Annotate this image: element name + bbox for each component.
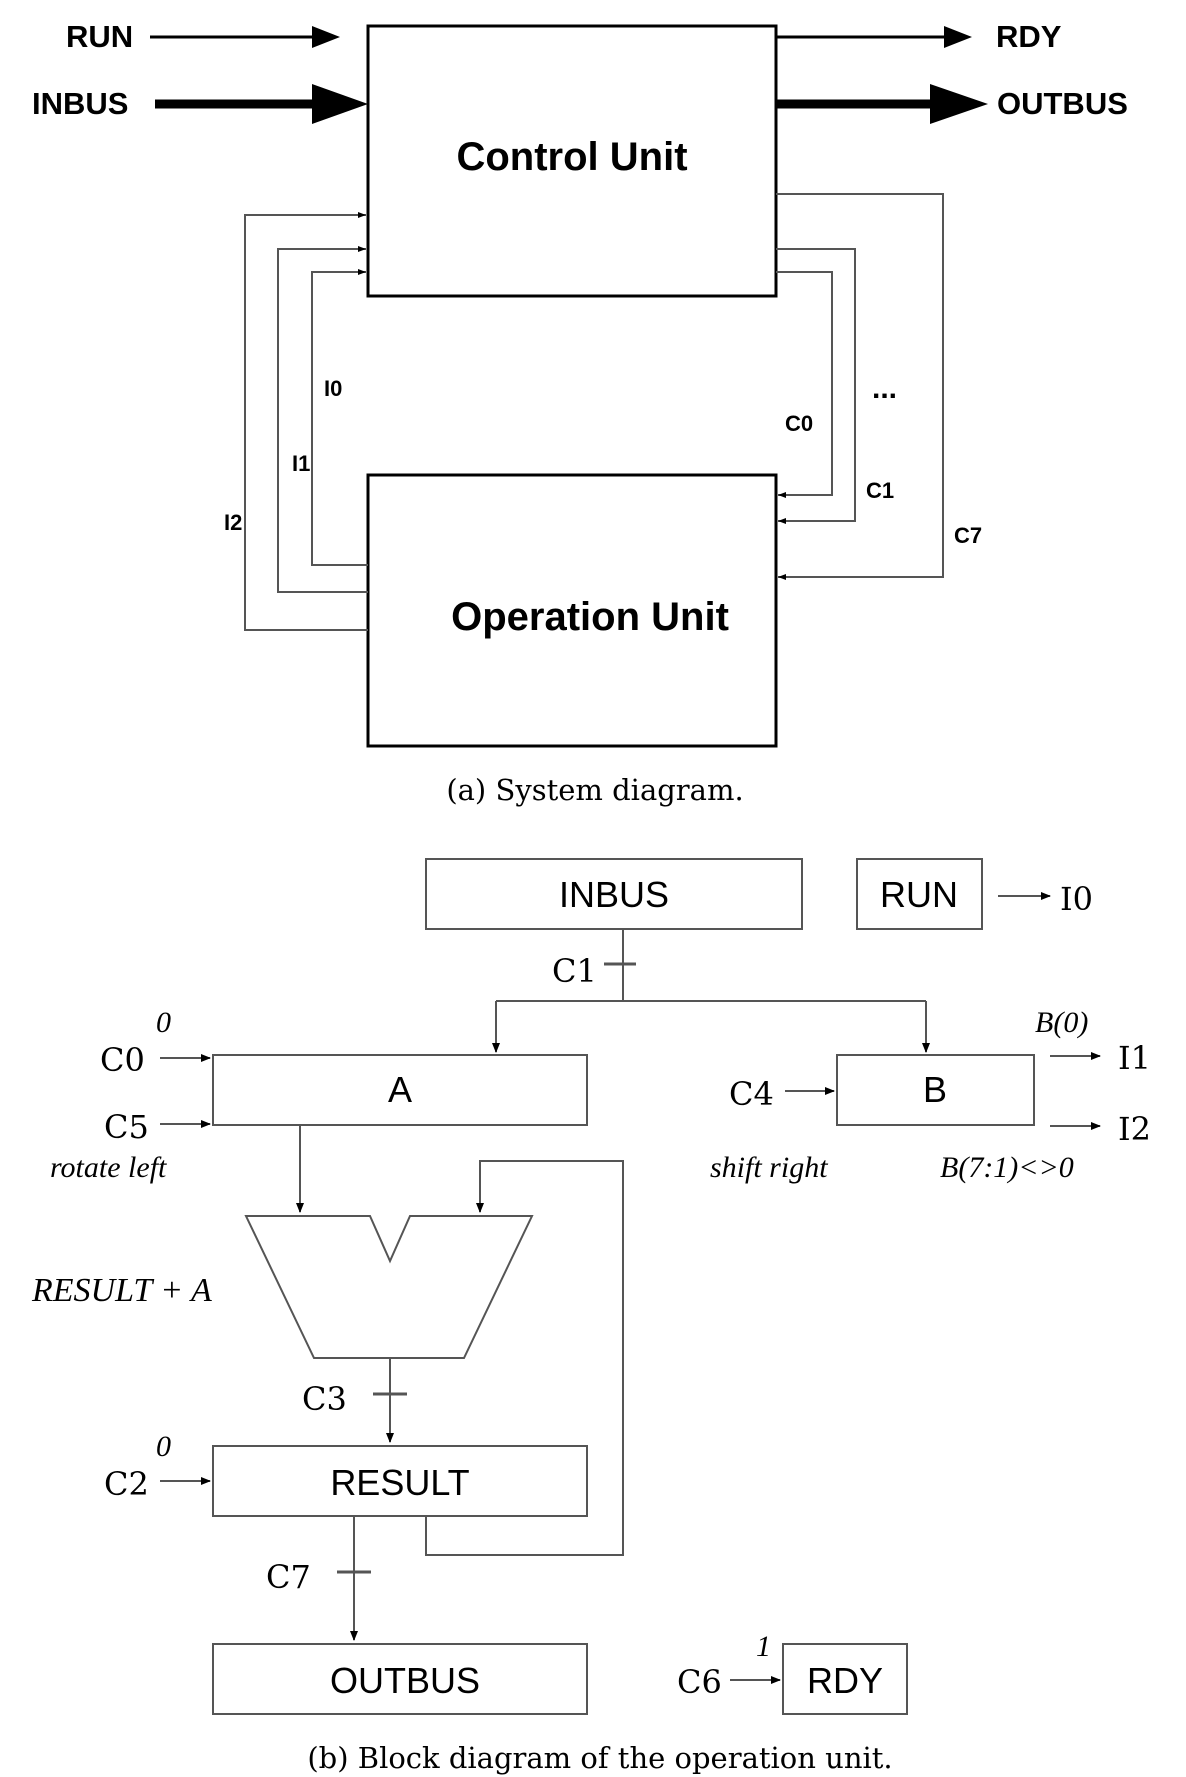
system-diagram: RUN INBUS RDY OUTBUS Control Unit Operat… (32, 19, 1128, 807)
c1-signal-label: C1 (866, 478, 894, 503)
i1-output-label: I1 (1118, 1039, 1151, 1077)
operation-unit-label: Operation Unit (451, 595, 729, 639)
c6-label: C6 (677, 1663, 722, 1701)
rdy-output-arrowhead (944, 26, 972, 48)
c1-signal-line (776, 248, 856, 524)
c4-b-label: C4 (729, 1075, 774, 1113)
system-caption: (a) System diagram. (446, 773, 743, 807)
c7-signal-line (776, 193, 944, 580)
adder-annotation: RESULT + A (31, 1272, 212, 1309)
c3-label: C3 (302, 1380, 347, 1418)
rdy-set-value: 1 (756, 1630, 771, 1663)
inbus-input-arrowhead (312, 84, 368, 124)
c0-signal-line (776, 271, 833, 498)
outbus-output-arrowhead (930, 84, 988, 124)
result-clear-value: 0 (156, 1430, 171, 1463)
result-register-label: RESULT (330, 1462, 469, 1503)
c1-bus-label: C1 (552, 952, 597, 990)
i0-signal-line (311, 269, 368, 566)
result-register (212, 1445, 588, 1517)
a-register (212, 1054, 588, 1126)
i2-output-label: I2 (1118, 1110, 1151, 1148)
c0-signal-label: C0 (785, 411, 813, 436)
i1-signal-label: I1 (292, 451, 310, 476)
c0-a-label: C0 (100, 1041, 145, 1079)
operation-unit-box (366, 473, 778, 748)
c7-label: C7 (266, 1558, 311, 1596)
inbus-input-label: INBUS (32, 86, 128, 121)
outbus-output-label: OUTBUS (997, 86, 1128, 121)
c5-a-label: C5 (104, 1108, 149, 1146)
outbus-register-label: OUTBUS (330, 1660, 480, 1701)
rdy-register (782, 1643, 908, 1715)
a-register-label: A (388, 1069, 412, 1110)
adder-shape (244, 1215, 534, 1359)
run-input-label: RUN (66, 19, 133, 54)
i0-output-label: I0 (1060, 880, 1093, 918)
run-register-label: RUN (880, 874, 958, 915)
c2-result-label: C2 (104, 1465, 149, 1503)
inbus-register (425, 858, 803, 930)
result-feedback-line (425, 1160, 624, 1556)
operation-diagram: INBUS RUN I0 C1 A C0 0 C5 rotate left B … (31, 858, 1151, 1775)
c7-signal-label: C7 (954, 523, 982, 548)
operation-caption: (b) Block diagram of the operation unit. (307, 1741, 892, 1775)
inbus-register-label: INBUS (559, 874, 669, 915)
run-input-arrowhead (312, 26, 340, 48)
b-register-label: B (923, 1069, 947, 1110)
a-clear-value: 0 (156, 1006, 171, 1039)
b-nonzero-annotation: B(7:1)<>0 (940, 1151, 1074, 1184)
i1-signal-line (277, 246, 368, 593)
outbus-register (212, 1643, 588, 1715)
b0-annotation: B(0) (1035, 1006, 1088, 1039)
i0-signal-label: I0 (324, 376, 342, 401)
rotate-left-annotation: rotate left (50, 1151, 167, 1184)
run-register (856, 858, 983, 930)
b-register (836, 1054, 1035, 1126)
control-unit-label: Control Unit (456, 135, 687, 179)
i2-signal-label: I2 (224, 510, 242, 535)
i2-signal-line (244, 212, 368, 631)
more-signals-ellipsis: ... (872, 372, 897, 405)
rdy-output-label: RDY (996, 19, 1062, 54)
rdy-register-label: RDY (807, 1660, 883, 1701)
shift-right-annotation: shift right (710, 1151, 828, 1184)
control-unit-box (366, 24, 778, 298)
